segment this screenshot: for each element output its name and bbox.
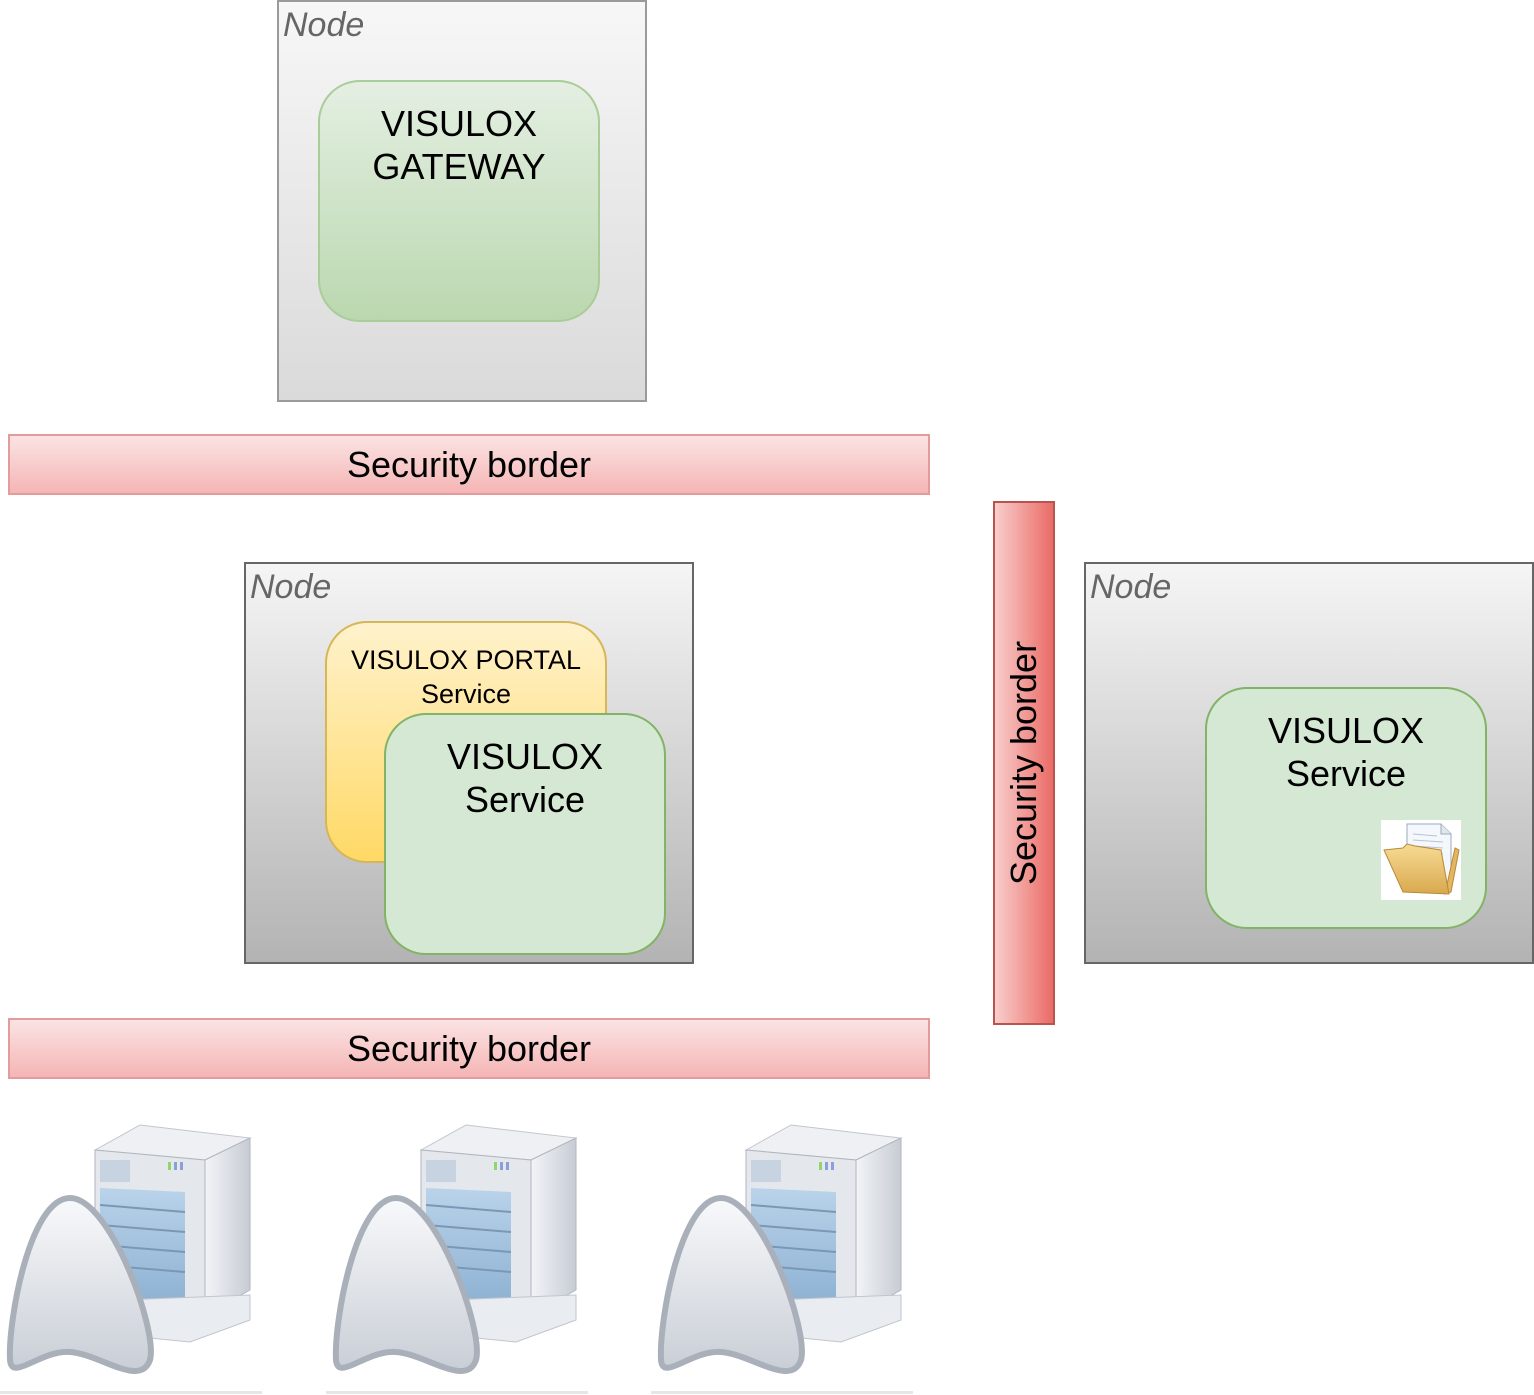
service-title-line1: VISULOX (1267, 710, 1425, 751)
security-border-label: Security border (1003, 640, 1044, 886)
gateway-title-line1: VISULOX (380, 103, 538, 144)
node-service-remote[interactable]: Node VISULOX Service (1084, 562, 1534, 964)
service-title-line1: VISULOX (446, 736, 604, 777)
server-baseline (651, 1391, 913, 1394)
folder-document-icon[interactable] (1381, 820, 1461, 900)
node-portal[interactable]: Node VISULOX PORTAL Service VISULOX Serv… (244, 562, 694, 964)
application-server-icon[interactable] (651, 1120, 915, 1394)
node-label: Node (283, 6, 365, 44)
security-border-label: Security border (346, 1027, 592, 1069)
portal-title-line2: Service (420, 679, 512, 709)
gateway-title-line2: GATEWAY (372, 146, 546, 187)
server-baseline (0, 1391, 262, 1394)
service-title-line2: Service (1285, 753, 1407, 794)
security-border-label: Security border (346, 443, 592, 485)
visulox-gateway-box[interactable]: VISULOX GATEWAY (318, 80, 600, 322)
application-server-icon[interactable] (0, 1120, 264, 1394)
service-title-line2: Service (464, 779, 586, 820)
security-border-vertical[interactable]: Security border (993, 501, 1055, 1025)
node-label: Node (1090, 568, 1172, 606)
server-baseline (326, 1391, 588, 1394)
visulox-service-box[interactable]: VISULOX Service (1205, 687, 1487, 929)
portal-title-line1: VISULOX PORTAL (350, 645, 582, 675)
node-label: Node (250, 568, 332, 606)
visulox-service-box[interactable]: VISULOX Service (384, 713, 666, 955)
security-border-bottom[interactable]: Security border (8, 1018, 930, 1079)
node-gateway[interactable]: Node VISULOX GATEWAY (277, 0, 647, 402)
security-border-top[interactable]: Security border (8, 434, 930, 495)
application-server-icon[interactable] (326, 1120, 590, 1394)
